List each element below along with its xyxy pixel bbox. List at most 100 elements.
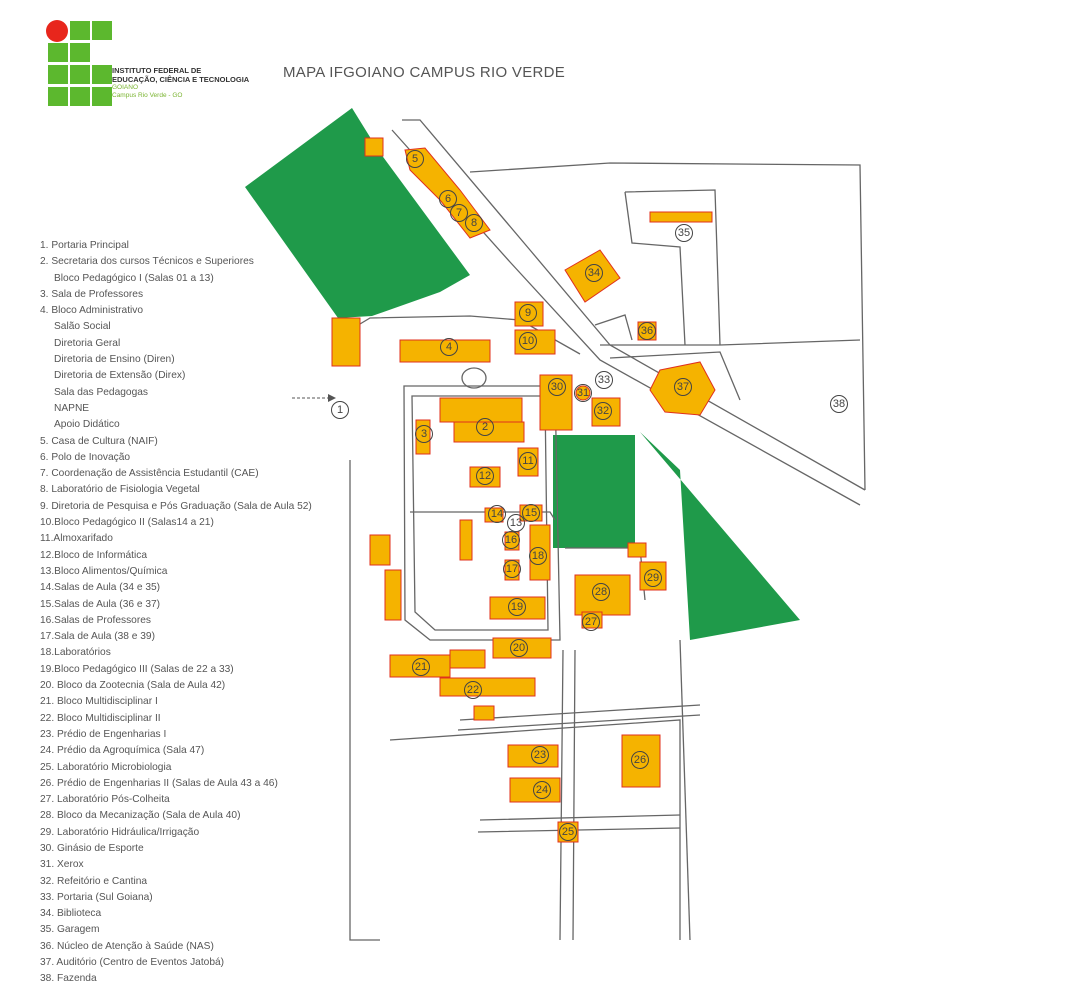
building-marker-30[interactable]: 30 (548, 378, 566, 396)
legend-item: 6. Polo de Inovação (40, 451, 131, 463)
legend-item: 27. Laboratório Pós-Colheita (40, 794, 170, 806)
building-marker-12[interactable]: 12 (476, 467, 494, 485)
marker-number: 13 (510, 517, 522, 529)
gate-arrow (292, 394, 336, 402)
building-marker-35[interactable]: 35 (675, 224, 693, 242)
building-marker-8[interactable]: 8 (465, 214, 483, 232)
building-marker-9[interactable]: 9 (519, 304, 537, 322)
legend-item: 15.Salas de Aula (36 e 37) (40, 598, 161, 610)
legend-item: 21. Bloco Multidisciplinar I (40, 696, 158, 708)
marker-circle (594, 402, 612, 420)
building-marker-21[interactable]: 21 (412, 658, 430, 676)
legend-item: 12.Bloco de Informática (40, 549, 148, 561)
legend-item: NAPNE (54, 402, 90, 414)
legend-item: 16.Salas de Professores (40, 614, 151, 626)
marker-number: 17 (506, 563, 518, 575)
building-marker-10[interactable]: 10 (519, 332, 537, 350)
marker-number: 19 (511, 601, 523, 613)
building-marker-5[interactable]: 5 (406, 150, 424, 168)
building-marker-2[interactable]: 2 (476, 418, 494, 436)
marker-circle (631, 751, 649, 769)
building-marker-6[interactable]: 6 (439, 190, 457, 208)
marker-circle (507, 514, 525, 532)
legend-item: 3. Sala de Professores (40, 288, 144, 300)
marker-circle (488, 505, 506, 523)
marker-number: 32 (597, 405, 609, 417)
building-marker-7[interactable]: 7 (450, 204, 468, 222)
marker-circle (439, 190, 457, 208)
logo-square (92, 87, 112, 106)
building-marker-11[interactable]: 11 (519, 452, 537, 470)
marker-circle (331, 401, 349, 419)
building-marker-31[interactable]: 31 (574, 384, 592, 402)
legend-item: 11.Almoxarifado (40, 533, 113, 545)
soccer-field (553, 435, 635, 548)
legend-item: 28. Bloco da Mecanização (Sala de Aula 4… (40, 810, 241, 822)
building-marker-14[interactable]: 14 (488, 505, 506, 523)
marker-circle (476, 467, 494, 485)
building-marker-3[interactable]: 3 (415, 425, 433, 443)
marker-number: 7 (456, 207, 462, 219)
building-marker-26[interactable]: 26 (631, 751, 649, 769)
building-marker-18[interactable]: 18 (529, 547, 547, 565)
marker-circle (830, 395, 848, 413)
building-marker-16[interactable]: 16 (502, 531, 520, 549)
logo-text-line4: Campus Rio Verde - GO (112, 92, 183, 99)
legend-item: Salão Social (54, 321, 111, 333)
building-marker-34[interactable]: 34 (585, 264, 603, 282)
marker-circle (510, 639, 528, 657)
marker-circle (476, 418, 494, 436)
marker-number: 33 (598, 374, 610, 386)
building-marker-20[interactable]: 20 (510, 639, 528, 657)
building-marker-22[interactable]: 22 (464, 681, 482, 699)
marker-circle (559, 823, 577, 841)
legend-item: Diretoria de Extensão (Direx) (54, 370, 186, 382)
marker-number: 4 (446, 341, 452, 353)
building-marker-13[interactable]: 13 (507, 514, 525, 532)
logo-square (48, 65, 68, 84)
marker-number: 16 (505, 534, 517, 546)
marker-circle (582, 613, 600, 631)
legend-item: Sala das Pedagogas (54, 386, 149, 398)
building-marker-37[interactable]: 37 (674, 378, 692, 396)
building-marker-19[interactable]: 19 (508, 598, 526, 616)
logo-text-line3: GOIANO (112, 84, 139, 91)
marker-circle (674, 378, 692, 396)
marker-number: 36 (641, 325, 653, 337)
marker-circle (503, 560, 521, 578)
building-marker-28[interactable]: 28 (592, 583, 610, 601)
building-marker-27[interactable]: 27 (582, 613, 600, 631)
building-marker-15[interactable]: 15 (522, 504, 540, 522)
legend-item: Diretoria Geral (54, 337, 121, 349)
logo-square (70, 43, 90, 62)
building-marker-17[interactable]: 17 (503, 560, 521, 578)
legend-item: 8. Laboratório de Fisiologia Vegetal (40, 484, 200, 496)
logo-text-line2: EDUCAÇÃO, CIÊNCIA E TECNOLOGIA (112, 75, 250, 84)
marker-number: 1 (337, 404, 343, 416)
marker-number: 23 (534, 749, 546, 761)
legend-item: Apoio Didático (54, 419, 120, 431)
marker-number: 30 (551, 381, 563, 393)
building-marker-36[interactable]: 36 (638, 322, 656, 340)
marker-number: 26 (634, 754, 646, 766)
building-marker-32[interactable]: 32 (594, 402, 612, 420)
logo-square (92, 65, 112, 84)
marker-circle (412, 658, 430, 676)
legend-item: 32. Refeitório e Cantina (40, 875, 148, 887)
building-marker-38[interactable]: 38 (830, 395, 848, 413)
building-marker-33[interactable]: 33 (595, 371, 613, 389)
building-marker-29[interactable]: 29 (644, 569, 662, 587)
building-marker-23[interactable]: 23 (531, 746, 549, 764)
marker-number: 12 (479, 470, 491, 482)
building-marker-1[interactable]: 1 (331, 401, 349, 419)
legend-item: 18.Laboratórios (40, 647, 111, 659)
marker-number: 14 (491, 508, 503, 520)
marker-circle (522, 504, 540, 522)
legend-item: Bloco Pedagógico I (Salas 01 a 13) (54, 272, 214, 284)
logo-red-circle (46, 20, 68, 42)
building-marker-4[interactable]: 4 (440, 338, 458, 356)
building-marker-25[interactable]: 25 (559, 823, 577, 841)
building-marker-24[interactable]: 24 (533, 781, 551, 799)
marker-number: 24 (536, 784, 548, 796)
